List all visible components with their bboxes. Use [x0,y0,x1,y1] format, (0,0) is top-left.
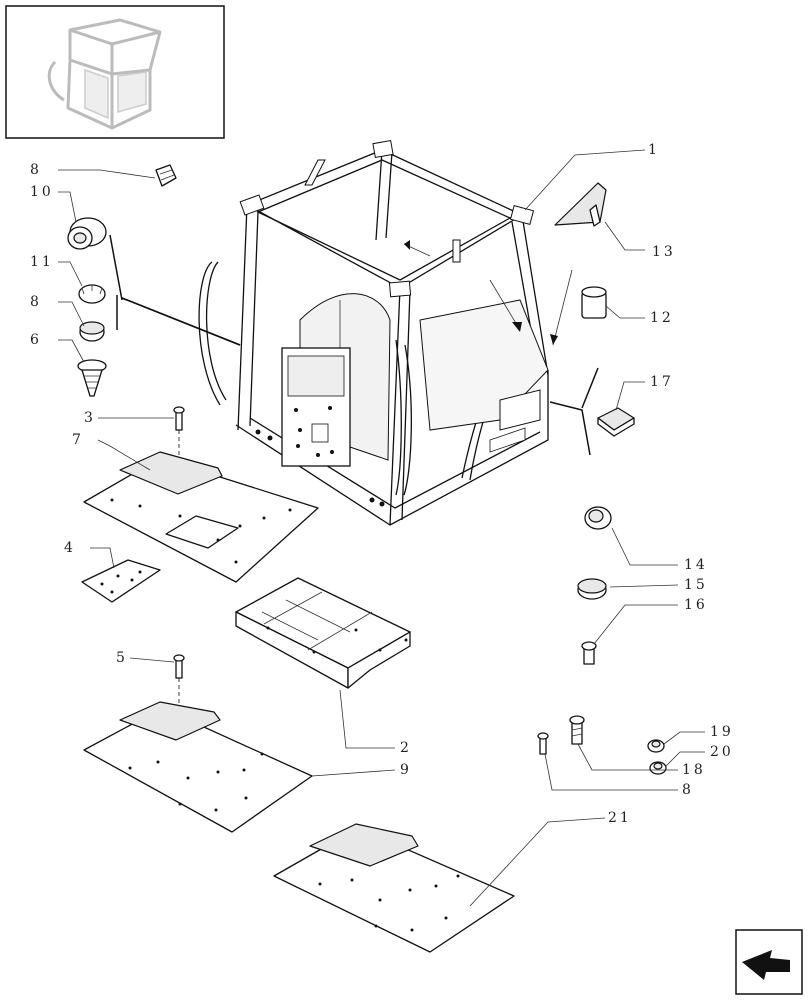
part-18-washer[interactable] [647,739,665,753]
part-7-bolt[interactable] [569,715,585,745]
label-8-upper[interactable]: 3 [84,410,96,426]
label-7[interactable]: 18 [682,762,706,778]
part-17-connector[interactable] [155,164,177,187]
part-4-grommet[interactable] [584,506,612,530]
label-1[interactable]: 1 [648,142,660,158]
label-2[interactable]: 2 [400,740,412,756]
part-8-screw-right[interactable] [537,732,549,755]
label-8-lower[interactable]: 5 [116,650,128,666]
part-9-floor-mat[interactable] [83,701,313,833]
part-15-grommet[interactable] [67,217,107,250]
leader-lines [58,149,705,907]
part-3-mirror-bracket[interactable] [554,182,607,227]
label-11[interactable]: 4 [64,540,76,556]
label-17[interactable]: 8 [30,162,42,178]
part-10-floor-mat[interactable] [83,451,319,583]
label-5[interactable]: 15 [684,577,708,593]
label-14[interactable]: 8 [30,294,42,310]
part-21-push-rivet[interactable] [77,359,107,397]
label-12[interactable]: 12 [650,310,674,326]
label-13[interactable]: 11 [30,254,54,270]
label-18[interactable]: 19 [710,724,734,740]
label-4[interactable]: 14 [684,557,708,573]
label-6[interactable]: 16 [684,597,708,613]
part-labels: 1 13 12 17 14 15 16 18 8 19 20 21 2 9 8 … [30,142,734,826]
part-20-floor-mat[interactable] [273,823,515,953]
label-16[interactable]: 17 [650,374,674,390]
part-12-cylinder[interactable] [581,286,607,319]
label-9[interactable]: 9 [400,762,412,778]
part-13-cap[interactable] [78,284,106,304]
cab-frame[interactable] [198,139,573,526]
part-16-plug[interactable] [597,407,635,437]
part-5-cap[interactable] [577,578,607,600]
label-19[interactable]: 20 [710,744,734,760]
part-6-pin[interactable] [581,641,597,665]
part-19-nut[interactable] [649,761,667,775]
part-11-plate[interactable] [81,559,161,603]
label-20[interactable]: 21 [608,810,632,826]
label-10[interactable]: 7 [72,432,84,448]
thumbnail-inset[interactable] [5,5,225,139]
next-page-arrow-icon[interactable] [735,929,803,995]
part-2-seat-bracket[interactable] [235,577,411,689]
label-8-right[interactable]: 8 [682,782,694,798]
part-14-plug[interactable] [79,321,105,342]
label-15[interactable]: 10 [30,184,54,200]
part-8-screw-lower-left[interactable] [173,654,185,738]
label-3[interactable]: 13 [652,244,676,260]
label-21[interactable]: 6 [30,332,42,348]
